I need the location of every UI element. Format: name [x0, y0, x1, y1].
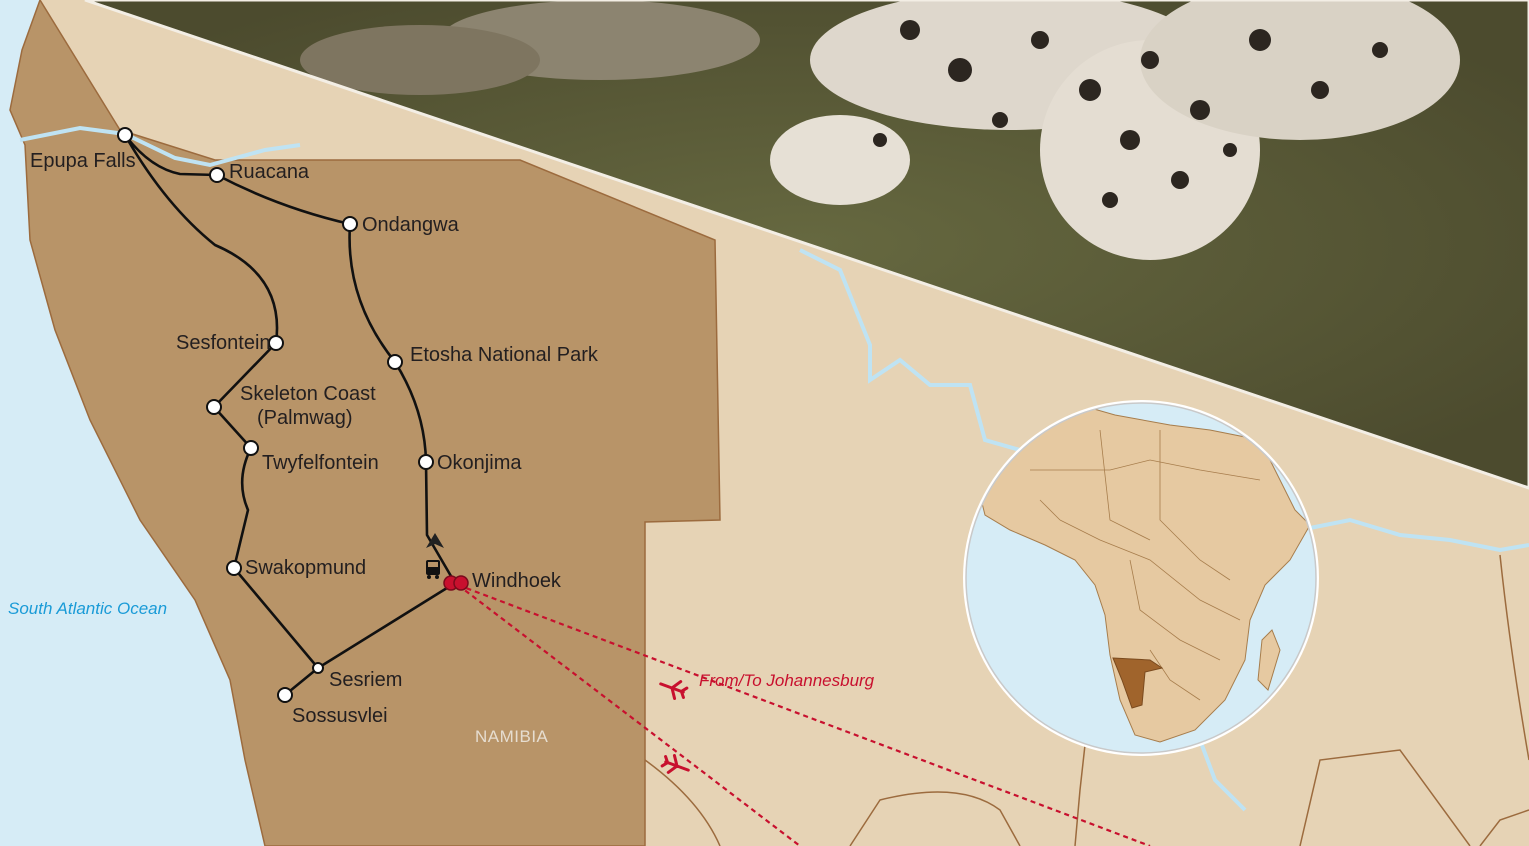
location-pin-icon[interactable] — [387, 354, 403, 370]
place-labels: Epupa Falls Ruacana Ondangwa Sesfontein … — [30, 150, 599, 727]
africa-continent — [979, 404, 1311, 743]
place-label: Swakopmund — [245, 557, 366, 579]
place-label: (Palmwag) — [257, 407, 353, 429]
location-pin-icon[interactable] — [226, 560, 242, 576]
place-label: Ruacana — [229, 161, 310, 183]
airplane-icon — [659, 680, 689, 701]
place-label: Sesriem — [329, 669, 402, 691]
place-label: Skeleton Coast — [240, 383, 376, 405]
ocean — [0, 0, 265, 846]
location-pin-icon[interactable] — [117, 127, 133, 143]
location-pin-icon[interactable] — [243, 440, 259, 456]
stop-markers — [117, 127, 434, 703]
namibia-highlight — [1112, 657, 1164, 709]
place-label: Sossusvlei — [292, 705, 388, 727]
place-label: Windhoek — [472, 570, 562, 592]
place-label: Epupa Falls — [30, 150, 136, 172]
location-pin-icon[interactable] — [312, 662, 324, 674]
direction-arrow-icon — [426, 533, 444, 548]
location-pin-icon[interactable] — [206, 399, 222, 415]
country-label: NAMIBIA — [475, 727, 549, 746]
place-label: Etosha National Park — [410, 344, 599, 366]
bus-icon — [426, 560, 440, 579]
cheetah-photo — [84, 0, 1529, 490]
namibia-country — [9, 0, 721, 846]
location-pin-icon[interactable] — [268, 335, 284, 351]
location-pin-icon[interactable] — [342, 216, 358, 232]
airplane-icon — [660, 753, 690, 774]
location-pin-icon[interactable] — [277, 687, 293, 703]
place-label: Twyfelfontein — [262, 452, 379, 474]
place-label: Okonjima — [437, 452, 522, 474]
africa-inset — [963, 400, 1319, 756]
flight-label: From/To Johannesburg — [699, 671, 875, 690]
location-pin-icon[interactable] — [209, 167, 225, 183]
place-label: Ondangwa — [362, 214, 460, 236]
flight-paths — [457, 583, 1151, 846]
rivers — [19, 125, 1529, 812]
location-pin-icon[interactable] — [418, 454, 434, 470]
ocean-label: South Atlantic Ocean — [8, 599, 167, 618]
place-label: Sesfontein — [176, 332, 271, 354]
windhoek-marker[interactable] — [443, 575, 469, 591]
